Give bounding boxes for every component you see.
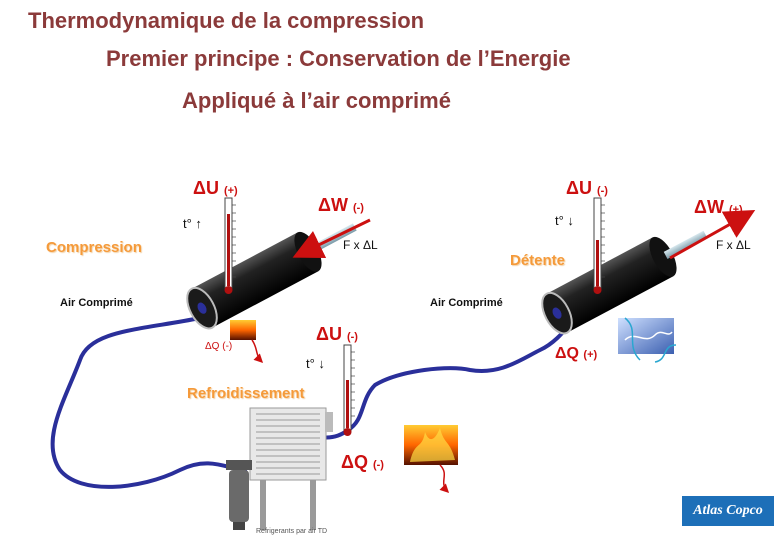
compression-dw: ΔW (-) — [318, 195, 364, 216]
compression-force: F x ΔL — [343, 238, 378, 252]
detente-cylinder — [541, 230, 708, 335]
detente-dq: ΔQ (+) — [555, 345, 597, 363]
compression-air-label: Air Comprimé — [60, 297, 133, 309]
detente-du: ΔU (-) — [566, 178, 608, 199]
compression-du: ΔU (+) — [193, 178, 238, 199]
detente-temp: t° ↓ — [555, 213, 574, 228]
refroidissement-dq: ΔQ (-) — [341, 452, 384, 473]
detente-heat-arrow — [624, 317, 641, 361]
detente-du-sign: (-) — [596, 185, 608, 197]
detente-dw-sign: (+) — [728, 204, 743, 216]
filter-unit — [226, 460, 252, 530]
title-line-3: Appliqué à l’air comprimé — [182, 88, 451, 113]
compression-temp: t° ↑ — [183, 216, 202, 231]
refroidissement-du-symbol: ΔU — [316, 324, 342, 344]
compression-label: Compression — [46, 239, 142, 256]
detente-ice-image — [618, 318, 674, 354]
refroidissement-thermometer — [343, 344, 355, 436]
refroidissement-heat-arrow — [439, 464, 450, 494]
detente-dw-symbol: ΔW — [694, 197, 724, 217]
detente-dw: ΔW (+) — [694, 197, 743, 218]
detente-air-label: Air Comprimé — [430, 297, 503, 309]
refroidissement-du: ΔU (-) — [316, 324, 358, 345]
detente-work-arrow — [669, 210, 756, 260]
air-cooler-unit — [249, 407, 333, 530]
compression-heat-image — [230, 320, 256, 340]
detente-label: Détente — [510, 252, 566, 269]
compression-du-sign: (+) — [223, 185, 238, 197]
compression-dw-sign: (-) — [352, 202, 364, 214]
compression-thermometer — [224, 197, 236, 294]
cooler-caption: Refrigerants par air TD — [256, 528, 328, 535]
refroidissement-temp: t° ↓ — [306, 356, 325, 371]
detente-force: F x ΔL — [716, 238, 751, 252]
compression-heat-arrow — [251, 339, 264, 364]
compression-dw-symbol: ΔW — [318, 195, 348, 215]
compression-cylinder — [186, 223, 357, 330]
atlas-copco-logo: Atlas Copco — [682, 496, 774, 526]
detente-dq-sign: (+) — [583, 349, 598, 361]
detente-thermometer — [593, 197, 605, 294]
refroidissement-dq-symbol: ΔQ — [341, 452, 368, 472]
refroidissement-du-sign: (-) — [346, 331, 358, 343]
refroidissement-label: Refroidissement — [187, 385, 305, 402]
title-line-1: Thermodynamique de la compression — [28, 8, 425, 33]
title-line-2: Premier principe : Conservation de l’Ene… — [106, 46, 571, 71]
compression-work-arrow — [292, 218, 371, 258]
compression-du-symbol: ΔU — [193, 178, 219, 198]
refroidissement-dq-sign: (-) — [372, 459, 384, 471]
detente-du-symbol: ΔU — [566, 178, 592, 198]
detente-dq-symbol: ΔQ — [555, 345, 579, 362]
compression-dq: ΔQ (-) — [205, 341, 233, 352]
